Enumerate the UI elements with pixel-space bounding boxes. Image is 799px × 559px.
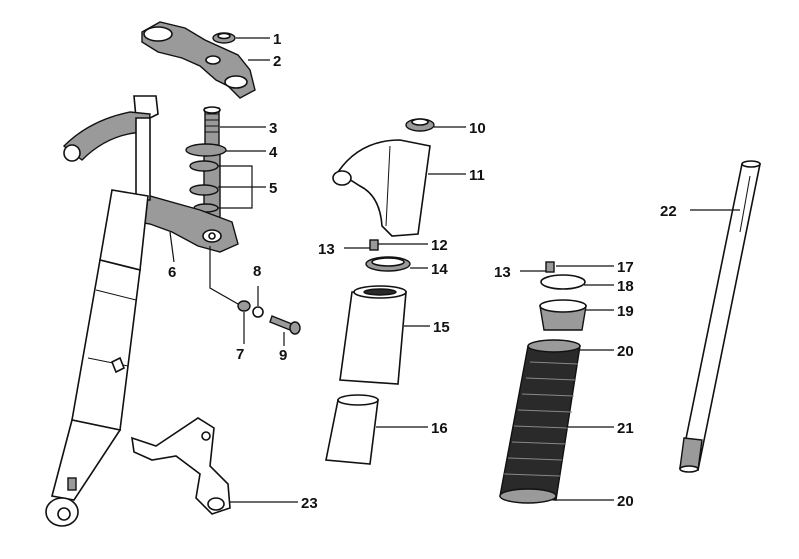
support-ring-19 [539,299,587,331]
nut-7 [237,300,251,312]
clamp-ring-18 [540,274,586,290]
top-nut [212,32,236,44]
callout-22: 22 [660,203,677,220]
callout-16: 16 [431,420,448,437]
callout-15: 15 [433,319,450,336]
callout-4: 4 [269,144,278,161]
callout-5: 5 [269,180,277,197]
callout-19: 19 [617,303,634,320]
headlamp-bracket-cover-11 [332,139,431,237]
leader-lines [169,37,740,503]
callout-numbers: 1 2 3 4 5 6 7 8 9 10 11 12 13 14 15 16 1… [168,31,677,512]
cover-tube-15 [339,285,407,385]
callout-13-left: 13 [318,241,335,258]
cover-nut-10 [405,118,435,132]
callout-6: 6 [168,264,176,281]
callout-1: 1 [273,31,281,48]
bearing-set [189,160,219,213]
bracket-23 [131,417,231,515]
callout-10: 10 [469,120,486,137]
callout-21: 21 [617,420,634,437]
callout-14: 14 [431,261,448,278]
callout-7: 7 [236,346,244,363]
fork-leg-assembly [45,95,159,527]
washer-8 [252,306,264,318]
callout-18: 18 [617,278,634,295]
callout-2: 2 [273,53,281,70]
clamp-ring-14 [365,256,411,272]
clamp-screw-12 [369,239,379,251]
callout-20-bottom: 20 [617,493,634,510]
stem-washer [185,143,227,157]
callout-11: 11 [469,167,485,184]
callout-3: 3 [269,120,277,137]
callout-8: 8 [253,263,261,280]
guide-sleeve-16 [325,394,379,465]
clamp-screw-17 [545,261,555,273]
upper-fork-bridge [141,21,256,99]
callout-20-top: 20 [617,343,634,360]
fork-stanchion-22 [679,160,761,473]
callout-12: 12 [431,237,448,254]
rubber-gaiter-21 [499,339,581,504]
callout-17: 17 [617,259,634,276]
callout-23: 23 [301,495,318,512]
callout-13-right: 13 [494,264,511,281]
bolt-9 [269,315,301,335]
callout-9: 9 [279,347,287,364]
